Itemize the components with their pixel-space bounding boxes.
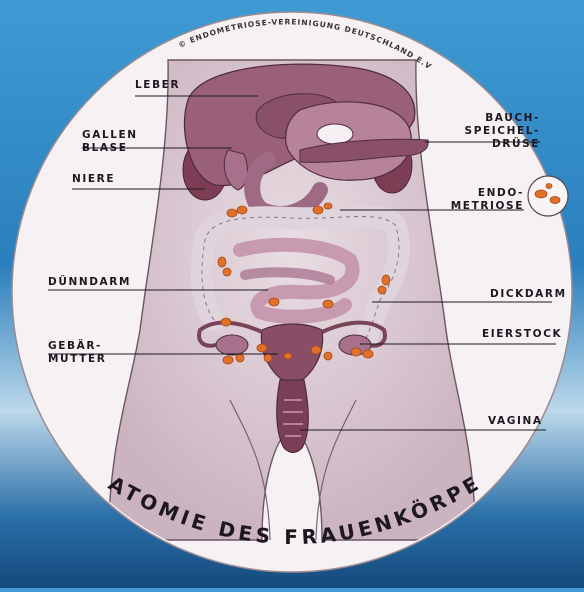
label-endometriose-line1: ENDO- — [448, 187, 524, 200]
magnifier-lesion — [535, 190, 547, 198]
lesion — [311, 346, 321, 354]
label-gallenblase: GALLEN BLASE — [82, 129, 138, 155]
ovary-left — [216, 335, 248, 355]
lesion — [223, 268, 231, 276]
label-endometriose: ENDO- METRIOSE — [448, 187, 524, 213]
lesion — [378, 286, 386, 294]
label-gebaermutter-line2: MUTTER — [48, 353, 106, 366]
label-vagina-text: VAGINA — [488, 415, 543, 427]
label-eierstock-text: EIERSTOCK — [482, 328, 562, 340]
lesion — [313, 206, 323, 214]
magnifier-lesion — [550, 197, 560, 204]
label-gallenblase-line2: BLASE — [82, 142, 138, 155]
lesion — [324, 352, 332, 360]
label-eierstock: EIERSTOCK — [482, 328, 562, 341]
label-bauchspeicheldruese: BAUCH- SPEICHEL- DRÜSE — [454, 112, 540, 151]
label-bauchspeicheldruese-line2: SPEICHEL- — [454, 125, 540, 138]
label-niere: NIERE — [72, 173, 115, 186]
lesion — [227, 209, 237, 217]
stomach-highlight — [317, 124, 353, 144]
lesion — [257, 344, 267, 352]
label-gallenblase-line1: GALLEN — [82, 129, 138, 142]
label-leber-text: LEBER — [135, 79, 180, 91]
lesion — [351, 348, 361, 356]
label-leber: LEBER — [135, 79, 180, 92]
magnifier-lesion — [546, 184, 552, 189]
lesion — [269, 298, 279, 306]
label-dickdarm: DICKDARM — [490, 288, 567, 301]
label-gebaermutter-line1: GEBÄR- — [48, 340, 106, 353]
lesion — [363, 350, 373, 358]
label-bauchspeicheldruese-line1: BAUCH- — [454, 112, 540, 125]
label-duenndarm-text: DÜNNDARM — [48, 276, 131, 288]
label-bauchspeicheldruese-line3: DRÜSE — [454, 138, 540, 151]
lesion — [382, 275, 390, 285]
lesion — [236, 354, 244, 362]
label-vagina: VAGINA — [488, 415, 543, 428]
label-gebaermutter: GEBÄR- MUTTER — [48, 340, 106, 366]
lesion — [284, 353, 292, 359]
label-duenndarm: DÜNNDARM — [48, 276, 131, 289]
lesion — [237, 206, 247, 214]
lesion — [323, 300, 333, 308]
lesion — [223, 356, 233, 364]
label-dickdarm-text: DICKDARM — [490, 288, 567, 300]
lesion-magnifier — [528, 176, 568, 216]
lesion — [221, 318, 231, 326]
lesion — [218, 257, 226, 267]
lesion — [324, 203, 332, 209]
label-endometriose-line2: METRIOSE — [448, 200, 524, 213]
vagina — [277, 380, 309, 453]
label-niere-text: NIERE — [72, 173, 115, 185]
lesion — [264, 354, 272, 362]
